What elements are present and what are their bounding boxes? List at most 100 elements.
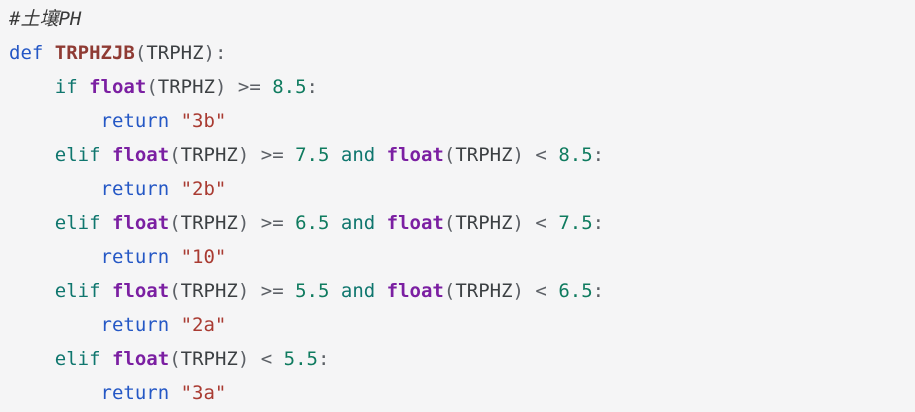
- code-token-plain: [101, 212, 112, 234]
- code-line: elif float(TRPHZ) >= 7.5 and float(TRPHZ…: [9, 138, 915, 172]
- code-token-plain: [524, 280, 535, 302]
- code-token-number: 8.5: [272, 76, 307, 98]
- code-token-punct: ):: [203, 42, 227, 64]
- code-line: return "2b": [9, 172, 915, 206]
- code-token-punct: :: [592, 280, 605, 302]
- code-token-string: "2a": [180, 314, 227, 336]
- code-token-keyword: return: [100, 110, 170, 132]
- code-token-plain: [284, 280, 295, 302]
- code-token-punct: >=: [260, 212, 284, 234]
- code-token-number: 7.5: [295, 144, 330, 166]
- code-token-plain: [169, 110, 180, 132]
- code-token-flow: elif: [54, 144, 101, 166]
- code-token-builtin: float: [111, 280, 170, 302]
- code-token-plain: [284, 212, 295, 234]
- code-token-plain: [375, 212, 386, 234]
- code-token-plain: [524, 144, 535, 166]
- code-token-builtin: float: [386, 280, 444, 302]
- code-token-plain: [9, 144, 55, 166]
- code-line: elif float(TRPHZ) < 5.5:: [9, 342, 915, 376]
- code-line: return "10": [9, 240, 915, 274]
- code-token-plain: [9, 348, 55, 370]
- code-token-plain: TRPHZ: [146, 42, 204, 64]
- code-token-number: 5.5: [283, 348, 318, 370]
- code-token-punct: (: [146, 76, 158, 98]
- code-token-punct: :: [592, 144, 605, 166]
- code-token-plain: [9, 76, 55, 98]
- code-token-plain: [249, 144, 260, 166]
- code-token-plain: [9, 246, 101, 268]
- code-token-builtin: float: [111, 144, 170, 166]
- code-token-plain: [9, 212, 55, 234]
- code-token-plain: [169, 246, 180, 268]
- code-token-flow: if: [54, 76, 78, 98]
- code-token-plain: [9, 314, 101, 336]
- code-token-plain: [101, 144, 112, 166]
- code-token-plain: [261, 76, 272, 98]
- code-token-punct: (: [169, 280, 181, 302]
- code-token-plain: [9, 382, 101, 404]
- code-token-builtin: float: [111, 212, 170, 234]
- code-token-punct: <: [535, 212, 547, 234]
- code-token-builtin: float: [89, 76, 147, 98]
- code-token-string: "3b": [180, 110, 227, 132]
- code-token-builtin: float: [386, 212, 444, 234]
- code-token-punct: ): [214, 76, 227, 98]
- code-token-flow: elif: [54, 280, 101, 302]
- code-token-plain: [9, 178, 101, 200]
- code-token-punct: :: [317, 348, 330, 370]
- code-token-punct: (: [443, 212, 456, 234]
- code-token-plain: [101, 280, 112, 302]
- code-token-plain: [547, 212, 558, 234]
- code-token-string: "10": [180, 246, 227, 268]
- code-token-plain: [169, 314, 180, 336]
- code-token-punct: ): [512, 280, 524, 302]
- code-line: return "3b": [9, 104, 915, 138]
- code-token-plain: [547, 280, 558, 302]
- code-token-plain: TRPHZ: [180, 144, 238, 166]
- code-token-comment: #土壤PH: [9, 8, 82, 30]
- code-token-string: "2b": [180, 178, 227, 200]
- code-token-plain: TRPHZ: [180, 212, 238, 234]
- code-token-flow: elif: [54, 212, 101, 234]
- code-token-punct: :: [592, 212, 605, 234]
- code-token-punct: (: [169, 144, 181, 166]
- code-token-keyword: def: [9, 42, 44, 64]
- code-token-plain: [375, 144, 386, 166]
- code-token-punct: (: [169, 212, 181, 234]
- code-token-keyword: return: [100, 382, 170, 404]
- code-token-keyword: return: [100, 178, 170, 200]
- code-token-plain: [284, 144, 295, 166]
- code-token-plain: [249, 280, 260, 302]
- code-token-punct: ): [512, 144, 524, 166]
- code-line: return "2a": [9, 308, 915, 342]
- code-token-punct: >=: [260, 280, 284, 302]
- code-token-punct: <: [535, 280, 547, 302]
- code-token-plain: [547, 144, 558, 166]
- code-line: return "3a": [9, 376, 915, 410]
- code-token-flow: elif: [54, 348, 101, 370]
- code-token-plain: [9, 110, 101, 132]
- code-token-punct: (: [134, 42, 147, 64]
- code-token-flow: and: [340, 212, 376, 234]
- code-token-punct: (: [443, 280, 456, 302]
- code-token-plain: [226, 76, 237, 98]
- code-token-plain: [9, 280, 55, 302]
- code-token-plain: [169, 382, 180, 404]
- code-line: elif float(TRPHZ) >= 6.5 and float(TRPHZ…: [9, 206, 915, 240]
- code-token-plain: [169, 178, 180, 200]
- code-token-number: 5.5: [295, 280, 330, 302]
- code-token-punct: ): [237, 212, 250, 234]
- code-token-builtin: float: [111, 348, 170, 370]
- code-token-plain: TRPHZ: [180, 280, 238, 302]
- code-token-number: 7.5: [558, 212, 593, 234]
- code-token-builtin: float: [386, 144, 444, 166]
- code-token-punct: (: [443, 144, 456, 166]
- code-token-plain: [329, 212, 340, 234]
- code-token-plain: [329, 280, 340, 302]
- code-line: #土壤PH: [9, 2, 915, 36]
- code-token-plain: TRPHZ: [455, 212, 513, 234]
- code-token-punct: >=: [260, 144, 284, 166]
- code-token-function: TRPHZJB: [54, 42, 135, 64]
- code-line: if float(TRPHZ) >= 8.5:: [9, 70, 915, 104]
